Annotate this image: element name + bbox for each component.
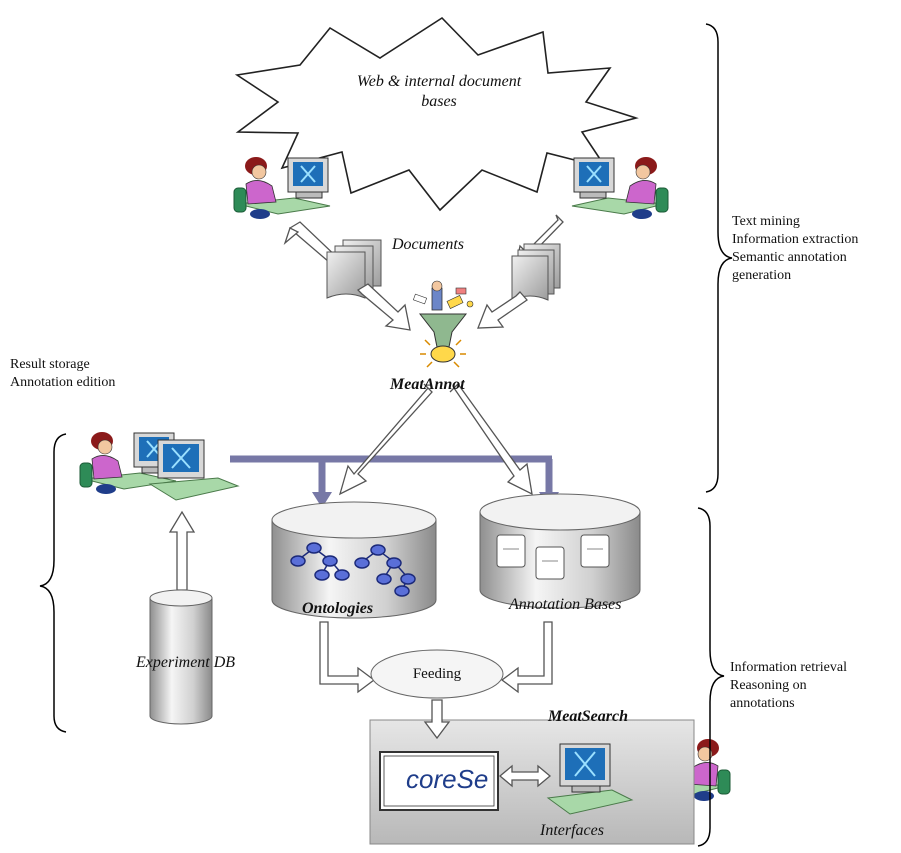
feeding-node	[370, 649, 504, 699]
document-stack-left	[326, 239, 382, 299]
arrow-ontologies-feeding	[319, 621, 376, 694]
corese-logo: coreSe	[406, 764, 489, 794]
arrow-feeding-corese	[423, 699, 451, 740]
cloud-text-line2: bases	[421, 93, 457, 110]
annotation-edition-workstation	[148, 439, 240, 501]
bracket-top-right	[705, 23, 733, 493]
corese-box	[379, 751, 499, 811]
side-note-generation: generation	[732, 268, 792, 283]
meatannot-label: MeatAnnot	[390, 376, 465, 393]
side-note-annotation-edition: Annotation edition	[10, 375, 116, 390]
experiment-db-label: Experiment DB	[136, 654, 236, 671]
arrow-left-docs-meatannot	[356, 283, 411, 331]
document-stack-right	[511, 243, 561, 301]
storage-connector-bar	[230, 455, 553, 494]
arrow-meatannot-annotation-bases	[449, 383, 533, 496]
user-top-right-icon	[571, 156, 669, 220]
feeding-label: Feeding	[412, 666, 462, 682]
meatsearch-label: MeatSearch	[548, 708, 628, 725]
bracket-left	[39, 433, 67, 733]
interfaces-workstation	[546, 743, 634, 815]
arrow-meatannot-ontologies	[338, 383, 433, 496]
arrow-annotationbases-feeding	[500, 621, 553, 694]
connector-arrowhead-ontologies	[312, 492, 332, 508]
arrow-right-docs-meatannot	[477, 291, 528, 329]
annotation-documents-icon	[496, 534, 610, 580]
bracket-bottom-right	[697, 507, 725, 847]
side-note-semantic-annotation: Semantic annotation	[732, 250, 847, 265]
documents-label: Documents	[392, 236, 464, 253]
side-note-text-mining: Text mining	[732, 214, 800, 229]
interfaces-label: Interfaces	[540, 822, 604, 839]
side-note-information-retrieval: Information retrieval	[730, 660, 848, 675]
annotation-bases-label: Annotation Bases	[509, 596, 622, 613]
arrow-experimentdb-workstation	[168, 510, 196, 591]
side-note-annotations: annotations	[730, 696, 795, 711]
experiment-db-database	[149, 589, 213, 725]
meatannot-funnel-icon	[412, 280, 474, 368]
ontologies-label: Ontologies	[302, 600, 374, 617]
cloud-text-line1: Web & internal document	[356, 73, 522, 90]
side-note-result-storage: Result storage	[10, 357, 90, 372]
ontology-graph-icon	[290, 542, 416, 597]
side-note-information-extraction: Information extraction	[732, 232, 859, 247]
side-note-reasoning-on: Reasoning on	[730, 678, 807, 693]
arrow-corese-interfaces	[498, 764, 552, 788]
